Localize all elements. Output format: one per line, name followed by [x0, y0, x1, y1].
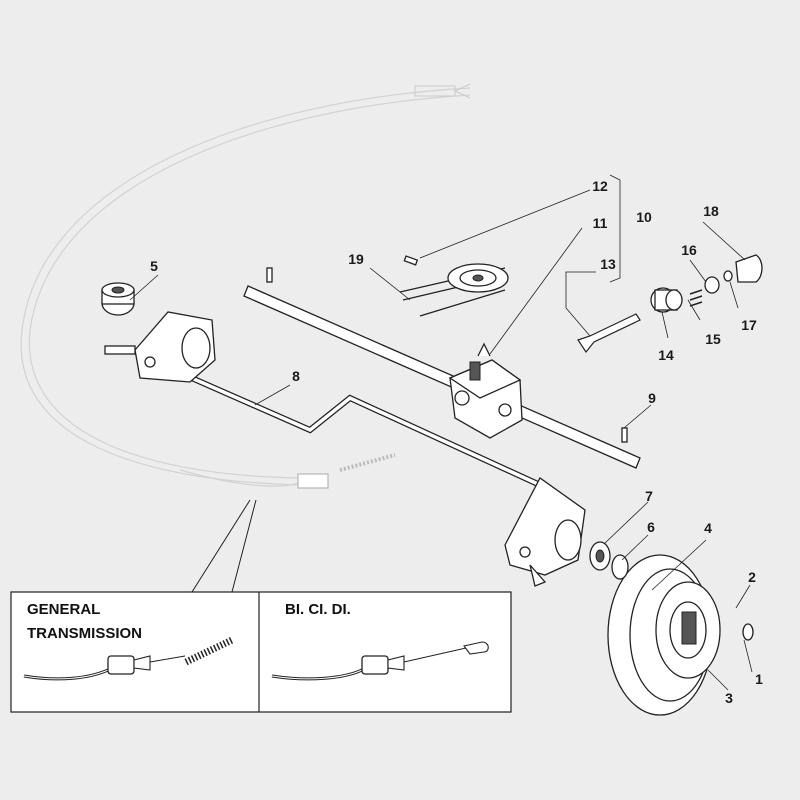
part-label-4: 4 [704, 520, 712, 536]
right-bracket [504, 477, 586, 587]
part-label-11: 11 [593, 215, 608, 231]
legend-general-line1: GENERAL [27, 601, 100, 618]
background-cable-end-top [414, 83, 471, 99]
part-label-12: 12 [592, 178, 608, 194]
sprocket-5 [101, 282, 135, 316]
part-label-8: 8 [292, 368, 300, 384]
left-bracket [104, 311, 216, 383]
background-cable [20, 87, 471, 486]
pin-12 [403, 255, 419, 266]
drive-cable [179, 453, 396, 489]
part-label-18: 18 [703, 203, 719, 219]
part-label-9: 9 [648, 390, 656, 406]
part-label-5: 5 [150, 258, 158, 274]
legend-box: GENERAL TRANSMISSION BI. CI. DI. [10, 591, 512, 713]
background-cable-inner [28, 94, 471, 479]
wheel-assembly [589, 541, 754, 716]
knob-assembly [650, 254, 763, 313]
part-label-2: 2 [748, 569, 756, 585]
part-label-13: 13 [600, 256, 616, 272]
pin-9 [621, 427, 628, 443]
gearbox [448, 342, 523, 439]
part-label-16: 16 [681, 242, 697, 258]
part-label-17: 17 [741, 317, 757, 333]
leader-lines [129, 174, 753, 691]
part-label-6: 6 [647, 519, 655, 535]
pulley-and-belt [399, 263, 509, 317]
part-label-14: 14 [658, 347, 674, 363]
legend-general-line2: TRANSMISSION [27, 625, 142, 642]
pin-top [266, 267, 273, 283]
control-rod [176, 369, 542, 488]
part-label-15: 15 [705, 331, 721, 347]
legend-biclidi: BI. CI. DI. [285, 601, 351, 618]
part-label-10: 10 [636, 209, 652, 225]
part-label-3: 3 [725, 690, 733, 706]
biclidi-cable-icon [271, 641, 489, 681]
part-label-19: 19 [348, 251, 364, 267]
legend-callout [191, 499, 257, 593]
general-cable-icon [23, 636, 234, 681]
part-label-7: 7 [645, 488, 653, 504]
part-label-1: 1 [755, 671, 763, 687]
